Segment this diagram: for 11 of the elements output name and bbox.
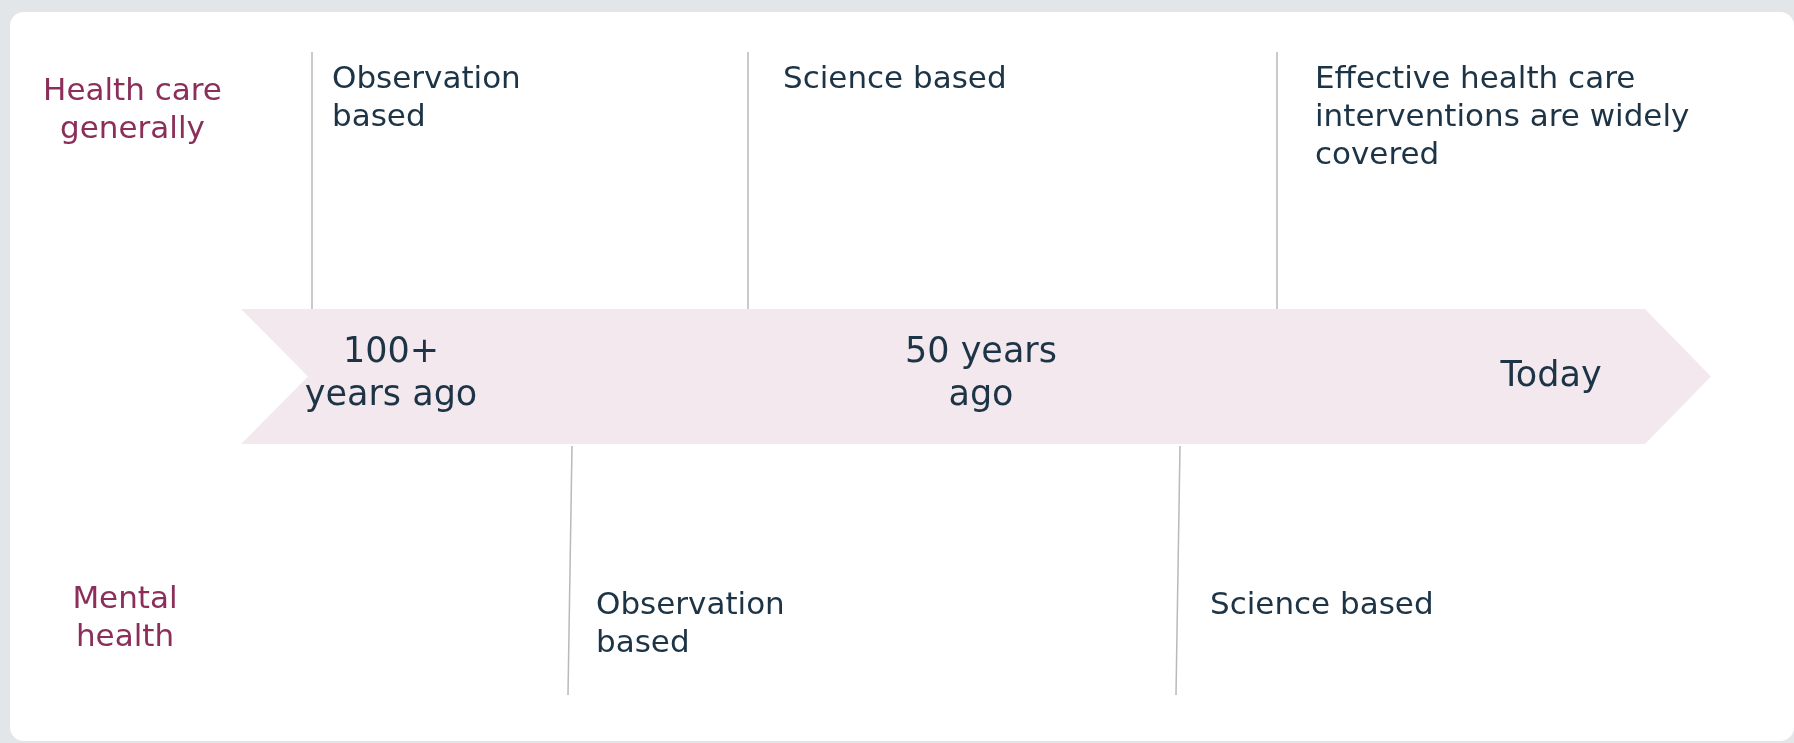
timeline-arrow-band [241,309,1711,444]
stage-label: Effective health care interventions are widely covered [1315,58,1691,172]
time-label: 50 years ago [904,329,1058,415]
stage-label: Science based [783,58,1008,96]
stage-label: Science based [1210,584,1435,622]
time-label: Today [1499,353,1603,396]
row-heading: Health care generally [42,70,223,146]
row-heading: Mental health [71,578,179,654]
time-label: 100+ years ago [303,329,479,415]
stage-label: Observation based [332,58,522,134]
stage-label: Observation based [596,584,786,660]
